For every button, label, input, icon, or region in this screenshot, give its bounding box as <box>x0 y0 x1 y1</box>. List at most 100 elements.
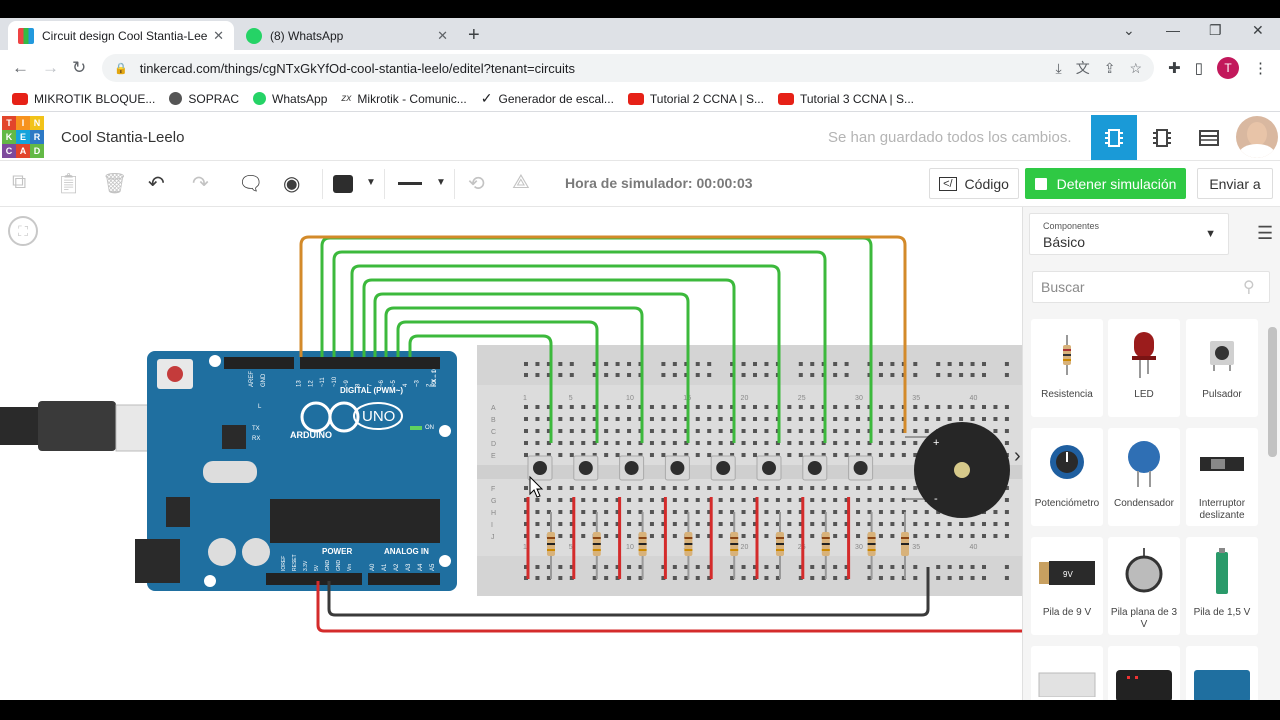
address-bar[interactable]: 🔒 tinkercad.com/things/cgNTxGkYfOd-cool-… <box>102 54 1154 82</box>
mount-hole <box>439 425 451 437</box>
tinkercad-header: T I N K E R C A D Cool Stantia-Leelo Se … <box>0 114 1280 161</box>
project-title[interactable]: Cool Stantia-Leelo <box>61 129 185 146</box>
circuit-view-button[interactable] <box>1091 115 1137 160</box>
bookmark-item[interactable]: Tutorial 2 CCNA | S... <box>627 92 764 106</box>
bookmark-item[interactable]: Tutorial 3 CCNA | S... <box>777 92 914 106</box>
close-icon[interactable]: ✕ <box>213 27 224 43</box>
notes-visibility-icon[interactable]: ◉ <box>283 173 301 195</box>
undo-icon[interactable]: ↶ <box>148 173 165 195</box>
pin-label: ~9 <box>344 379 350 387</box>
component-card-slide-switch[interactable]: Interruptor deslizante <box>1186 428 1258 526</box>
list-view-icon[interactable]: ☰ <box>1257 223 1274 243</box>
hole <box>524 453 528 457</box>
hole <box>936 576 941 580</box>
circuit-canvas[interactable]: ⛶ DIGI <box>0 207 1022 700</box>
hole <box>844 453 849 457</box>
bookmark-item[interactable]: SOPRAC <box>169 92 239 106</box>
zoom-fit-icon[interactable]: ⛶ <box>8 216 38 246</box>
code-button[interactable]: </ Código <box>929 168 1019 199</box>
tinkercad-logo[interactable]: T I N K E R C A D <box>2 116 44 158</box>
hole <box>707 498 712 502</box>
bookmark-item[interactable]: WhatsApp <box>253 92 327 106</box>
hole <box>878 453 883 457</box>
component-card-aa-battery[interactable]: Pila de 1,5 V <box>1186 537 1258 635</box>
scrollbar-thumb[interactable] <box>1268 327 1277 457</box>
hole <box>546 576 551 580</box>
component-card-led[interactable]: LED <box>1108 319 1180 417</box>
schematic-view-button[interactable] <box>1139 115 1185 160</box>
panel-scrollbar[interactable] <box>1265 315 1279 700</box>
row-label: E <box>491 453 496 460</box>
rotate-icon[interactable]: ⟲ <box>468 173 485 195</box>
hole <box>569 453 574 457</box>
note-icon[interactable]: 🗨︎ <box>238 173 264 195</box>
on-label: ON <box>425 425 434 431</box>
redo-icon[interactable]: ↷ <box>192 173 209 195</box>
hole <box>615 534 620 538</box>
stop-simulation-button[interactable]: Detener simulación <box>1025 168 1186 199</box>
delete-icon[interactable]: 🗑︎ <box>102 173 128 195</box>
forward-arrow-icon[interactable]: → <box>42 58 59 77</box>
hole <box>627 534 632 538</box>
minimize-icon[interactable]: — <box>1166 22 1180 38</box>
new-tab-button[interactable]: + <box>468 24 480 46</box>
component-card-breadboard[interactable] <box>1031 646 1103 700</box>
hole <box>936 405 941 409</box>
window-close-icon[interactable]: ✕ <box>1252 22 1264 38</box>
side-panel-icon[interactable]: ▯ <box>1194 60 1203 77</box>
hole <box>684 373 689 377</box>
restore-icon[interactable]: ❐ <box>1209 22 1222 38</box>
install-icon[interactable]: ⤓ <box>1055 59 1062 76</box>
hole <box>546 405 551 409</box>
send-to-button[interactable]: Enviar a <box>1197 168 1273 199</box>
hole <box>604 534 609 538</box>
reload-icon[interactable]: ↻ <box>72 58 87 77</box>
chevron-down-icon[interactable]: ▼ <box>436 177 446 188</box>
category-dropdown[interactable]: Componentes Básico ▼ <box>1029 213 1229 255</box>
component-card-pushbutton[interactable]: Pulsador <box>1186 319 1258 417</box>
bookmark-item[interactable]: ✓Generador de escal... <box>481 90 614 107</box>
tab-search-chevron-icon[interactable]: ⌄ <box>1123 22 1135 38</box>
component-card-resistor[interactable]: Resistencia <box>1031 319 1103 417</box>
close-icon[interactable]: ✕ <box>437 27 448 43</box>
chevron-down-icon[interactable]: ▼ <box>366 177 376 188</box>
back-arrow-icon[interactable]: ← <box>12 58 29 77</box>
component-search-input[interactable] <box>1032 271 1270 303</box>
hole <box>844 565 849 569</box>
tab-circuit-design[interactable]: Circuit design Cool Stantia-Leelo ✕ <box>8 21 234 50</box>
hole <box>982 405 986 409</box>
breadboard-icon <box>1031 654 1103 700</box>
tab-whatsapp[interactable]: (8) WhatsApp ✕ <box>236 21 458 50</box>
hole <box>569 441 574 445</box>
component-card-capacitor[interactable]: Condensador <box>1108 428 1180 526</box>
hole <box>959 534 964 538</box>
wire-type-icon[interactable] <box>398 182 422 185</box>
component-card-9v-battery[interactable]: 9V Pila de 9 V <box>1031 537 1103 635</box>
component-list-button[interactable] <box>1186 115 1232 160</box>
component-card-coin-cell[interactable]: Pila plana de 3 V <box>1108 537 1180 635</box>
row-label: C <box>491 429 496 436</box>
extensions-puzzle-icon[interactable]: ✚ <box>1168 60 1181 77</box>
hole <box>1004 441 1009 445</box>
hole <box>787 405 792 409</box>
flip-icon[interactable]: ⟁ <box>512 171 530 193</box>
wire-color-swatch[interactable] <box>333 175 353 193</box>
paste-icon[interactable]: 📋︎ <box>56 173 82 195</box>
menu-kebab-icon[interactable]: ⋮ <box>1253 60 1268 77</box>
bookmark-item[interactable]: MIKROTIK BLOQUE... <box>12 92 155 106</box>
zx-icon: zx <box>341 93 352 104</box>
coin-cell-icon <box>1108 545 1180 601</box>
component-card-arduino[interactable] <box>1186 646 1258 700</box>
share-icon[interactable]: ⇪ <box>1103 59 1116 76</box>
bookmark-star-icon[interactable]: ☆ <box>1129 59 1142 76</box>
copy-icon[interactable]: ⧉ <box>12 171 27 193</box>
component-card-microbit[interactable] <box>1108 646 1180 700</box>
profile-avatar[interactable]: T <box>1217 57 1239 79</box>
user-avatar[interactable] <box>1236 116 1278 158</box>
component-card-potentiometer[interactable]: Potenciómetro <box>1031 428 1103 526</box>
panel-collapse-chevron-icon[interactable]: › <box>1014 445 1021 467</box>
mount-hole <box>439 555 451 567</box>
translate-icon[interactable]: 文 <box>1075 60 1090 76</box>
hole <box>844 362 849 366</box>
